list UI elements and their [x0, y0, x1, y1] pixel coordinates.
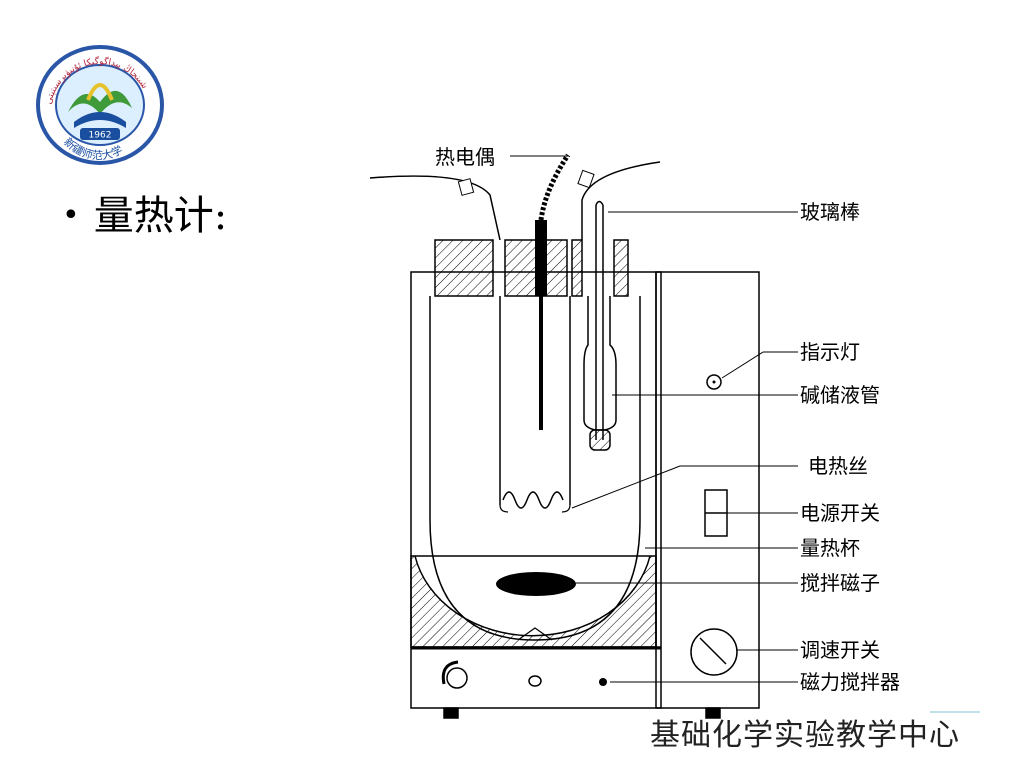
bullet-icon: • [62, 198, 80, 233]
label-stir-bar: 搅拌磁子 [800, 571, 880, 595]
lid-right-b [613, 239, 629, 297]
control-panel [655, 271, 760, 709]
label-calorimeter-cup: 量热杯 [800, 536, 860, 560]
thermocouple-probe [535, 220, 547, 296]
label-thermocouple: 热电偶 [435, 145, 495, 169]
logo-year: 1962 [89, 131, 112, 141]
lid-left [434, 239, 494, 297]
label-indicator-light: 指示灯 [800, 340, 860, 364]
label-glass-rod: 玻璃棒 [800, 200, 860, 224]
stir-bar [496, 572, 576, 596]
heating-tube [499, 296, 571, 505]
footer-text: 基础化学实验教学中心 [650, 718, 960, 753]
label-heating-wire: 电热丝 [808, 454, 868, 478]
slide-heading: 量热计: [93, 193, 228, 239]
tube-tip [589, 429, 611, 451]
lid-right-a [571, 239, 583, 297]
label-power-switch: 电源开关 [800, 501, 880, 525]
label-speed-switch: 调速开关 [800, 638, 880, 662]
calorimeter-cup [429, 296, 641, 641]
label-alkali-tube: 碱储液管 [800, 383, 880, 407]
stirrer-base [410, 647, 662, 709]
footer-accent-line [930, 711, 980, 713]
label-magnetic-stirrer: 磁力搅拌器 [800, 670, 900, 694]
alkali-tube [583, 296, 617, 431]
university-logo: شىنجاڭ پېداگوگىكا ئۇنىۋېرسىتېتى 1962 新疆师… [36, 45, 164, 165]
heating-coil [502, 491, 564, 509]
heading-row: • 量热计: [62, 192, 227, 240]
insulation-bottom [410, 555, 657, 648]
